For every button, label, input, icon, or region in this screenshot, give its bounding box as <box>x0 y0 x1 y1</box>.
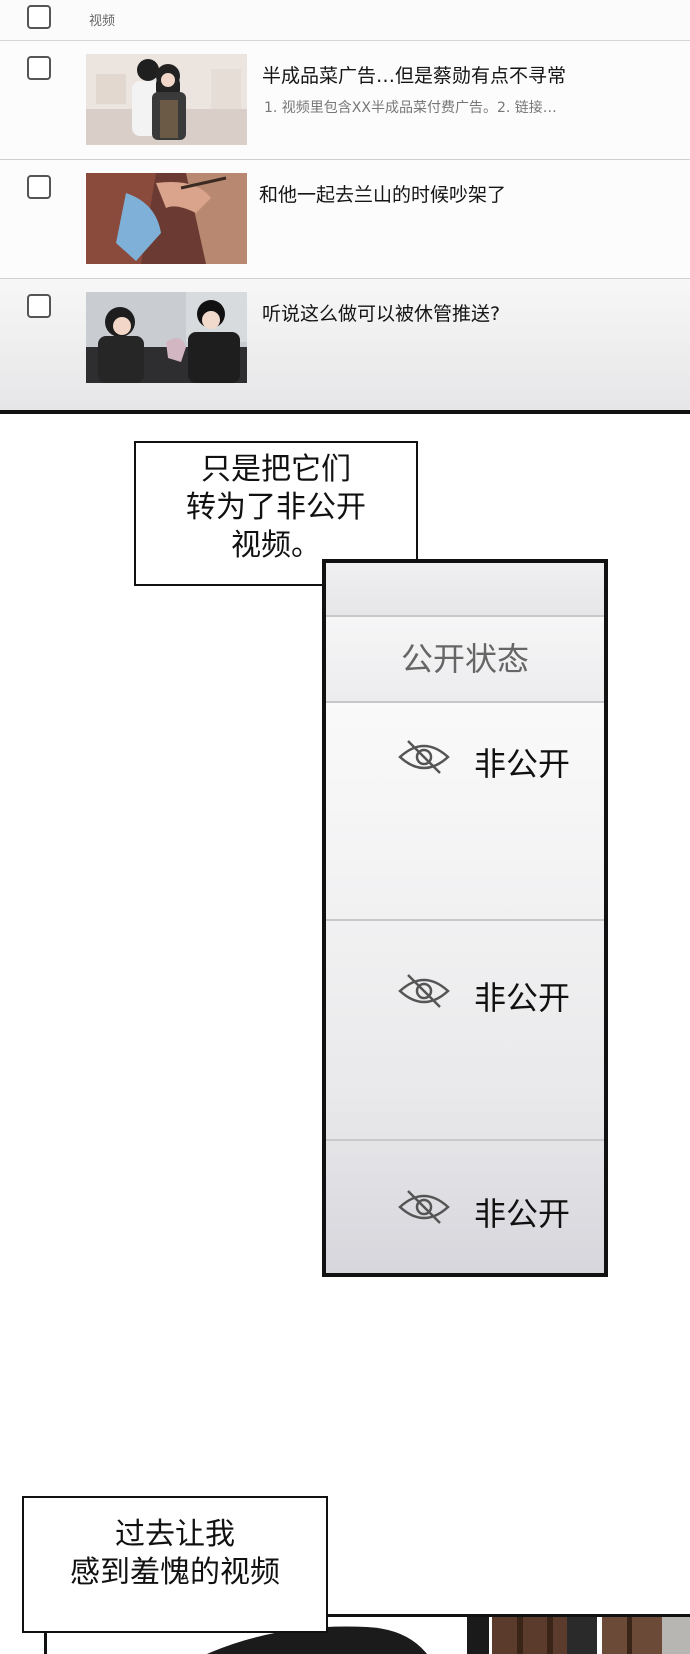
dropdown-top-strip <box>326 563 604 617</box>
eye-slash-icon <box>398 971 450 1011</box>
video-row-checkbox[interactable] <box>27 56 51 80</box>
speech-line: 过去让我 <box>115 1517 235 1552</box>
visibility-option-private[interactable]: 非公开 <box>326 1141 604 1273</box>
video-thumbnail[interactable] <box>86 54 247 145</box>
visibility-option-private[interactable]: 非公开 <box>326 921 604 1141</box>
eye-slash-icon <box>398 737 450 777</box>
video-row-title[interactable]: 半成品菜广告…但是蔡勋有点不寻常 <box>262 65 567 87</box>
visibility-option-label: 非公开 <box>474 1195 571 1233</box>
speech-line: 视频。 <box>231 528 321 563</box>
video-row-title[interactable]: 听说这么做可以被休管推送? <box>262 303 501 325</box>
speech-line: 只是把它们 <box>201 452 351 487</box>
visibility-dropdown: 公开状态 非公开 非公开 非公开 <box>322 559 608 1277</box>
select-all-checkbox[interactable] <box>27 5 51 29</box>
video-row-checkbox[interactable] <box>27 175 51 199</box>
video-thumbnail[interactable] <box>86 292 247 383</box>
video-list-header: 视频 <box>0 0 690 41</box>
video-thumbnail[interactable] <box>86 173 247 264</box>
video-row[interactable]: 听说这么做可以被休管推送? <box>0 279 690 410</box>
speech-line: 转为了非公开 <box>186 490 366 525</box>
video-row-description: 1. 视频里包含XX半成品菜付费广告。2. 链接… <box>264 100 557 116</box>
video-row[interactable]: 和他一起去兰山的时候吵架了 <box>0 160 690 280</box>
video-row[interactable]: 半成品菜广告…但是蔡勋有点不寻常 1. 视频里包含XX半成品菜付费广告。2. 链… <box>0 41 690 161</box>
speech-line: 感到羞愧的视频 <box>70 1555 280 1590</box>
visibility-header: 公开状态 <box>326 617 604 703</box>
visibility-option-private[interactable]: 非公开 <box>326 703 604 921</box>
video-column-header: 视频 <box>89 14 116 29</box>
visibility-option-label: 非公开 <box>474 979 571 1017</box>
eye-slash-icon <box>398 1187 450 1227</box>
speech-bubble: 过去让我 感到羞愧的视频 <box>22 1496 328 1633</box>
video-row-checkbox[interactable] <box>27 294 51 318</box>
video-list-panel: 视频 半成品菜广告…但是蔡勋有点不寻常 1. 视频里包含XX半成品菜付费 <box>0 0 690 414</box>
visibility-option-label: 非公开 <box>474 745 571 783</box>
video-row-title[interactable]: 和他一起去兰山的时候吵架了 <box>259 184 507 206</box>
